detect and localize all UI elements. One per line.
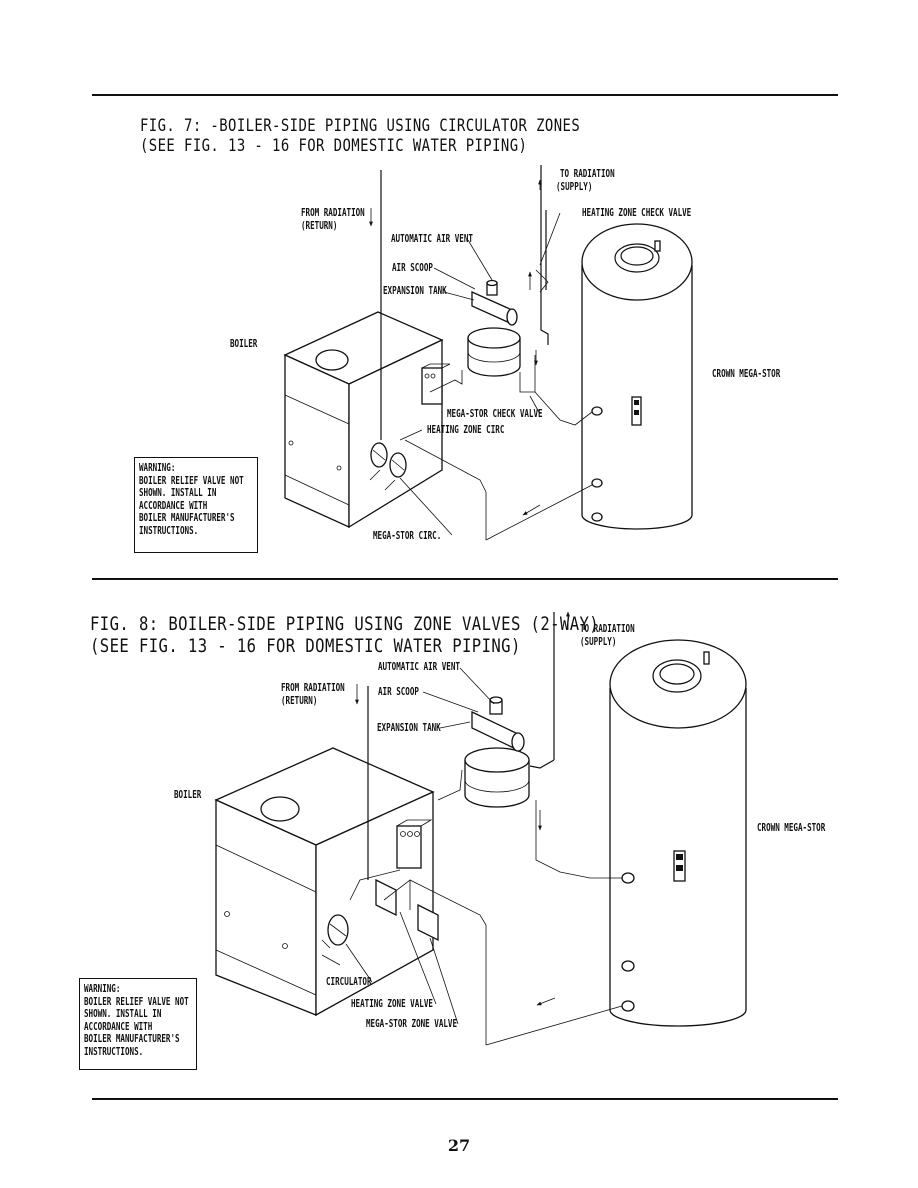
fig7-to-radiation-label: TO RADIATION — [560, 168, 615, 180]
fig8-automatic-air-vent-label: AUTOMATIC AIR VENT — [378, 661, 460, 673]
fig8-to-radiation-label: TO RADIATION — [580, 623, 635, 635]
fig7-warning-line: ACCORDANCE WITH — [139, 499, 208, 512]
fig7-heating-zone-check-valve-label: HEATING ZONE CHECK VALVE — [582, 207, 692, 219]
fig7-expansion-tank — [467, 279, 521, 377]
fig7-mega-stor-check-valve-label: MEGA-STOR CHECK VALVE — [447, 408, 543, 420]
fig7-heating-zone-circ-label: HEATING ZONE CIRC — [427, 424, 505, 436]
fig8-expansion-tank — [464, 696, 530, 808]
fig7-boiler-label: BOILER — [230, 338, 258, 350]
fig7-mega-stor-tank — [581, 223, 693, 530]
fig8-drawing — [214, 611, 747, 1046]
fig7-supply-label: (SUPPLY) — [556, 181, 593, 193]
fig8-expansion-tank-label: EXPANSION TANK — [377, 722, 441, 734]
fig8-mega-stor-tank — [609, 639, 747, 1027]
fig7-warning-line: SHOWN. INSTALL IN — [139, 487, 217, 499]
top-rule — [92, 94, 838, 96]
fig8-piping — [349, 612, 623, 1046]
fig7-from-radiation-label: FROM RADIATION — [301, 207, 365, 219]
fig8-from-radiation-label: FROM RADIATION — [281, 682, 345, 694]
fig7-warning-line: BOILER RELIEF VALVE NOT — [139, 474, 244, 487]
fig8-warning-line: BOILER RELIEF VALVE NOT — [84, 995, 189, 1008]
fig8-heating-zone-valve-label: HEATING ZONE VALVE — [351, 998, 433, 1010]
fig7-mega-stor-circ-label: MEGA-STOR CIRC. — [373, 530, 442, 542]
fig8-mega-stor-zone-valve-label: MEGA-STOR ZONE VALVE — [366, 1018, 458, 1030]
fig7-crown-mega-stor-label: CROWN MEGA-STOR — [712, 368, 781, 380]
middle-rule — [92, 578, 838, 580]
fig7-warning-line: INSTRUCTIONS. — [139, 524, 199, 537]
fig8-air-scoop-label: AIR SCOOP — [378, 686, 419, 698]
fig7-title-line1: FIG. 7: -BOILER-SIDE PIPING USING CIRCUL… — [140, 116, 581, 136]
fig7-automatic-air-vent-label: AUTOMATIC AIR VENT — [391, 233, 473, 245]
fig7-warning-box: WARNING: BOILER RELIEF VALVE NOT SHOWN. … — [134, 457, 258, 553]
fig8-warning-line: ACCORDANCE WITH — [84, 1020, 153, 1033]
fig8-return-label: (RETURN) — [281, 695, 318, 707]
fig7-drawing — [283, 165, 693, 541]
fig8-title-line1: FIG. 8: BOILER-SIDE PIPING USING ZONE VA… — [90, 613, 600, 635]
fig8-warning-line: BOILER MANUFACTURER'S — [84, 1033, 180, 1045]
fig8-supply-label: (SUPPLY) — [580, 636, 617, 648]
bottom-rule — [92, 1098, 838, 1100]
fig7-warning-line: BOILER MANUFACTURER'S — [139, 512, 235, 524]
fig8-circulator-label: CIRCULATOR — [326, 976, 372, 988]
fig7-title-line2: (SEE FIG. 13 - 16 FOR DOMESTIC WATER PIP… — [140, 136, 528, 156]
fig7-air-scoop-label: AIR SCOOP — [392, 262, 433, 274]
fig8-warning-line: SHOWN. INSTALL IN — [84, 1008, 162, 1020]
fig7-expansion-tank-label: EXPANSION TANK — [383, 285, 447, 297]
fig8-boiler-label: BOILER — [174, 789, 202, 801]
fig8-warning-line: WARNING: — [84, 983, 121, 995]
fig8-crown-mega-stor-label: CROWN MEGA-STOR — [757, 822, 826, 834]
page-number: 27 — [447, 1136, 471, 1155]
fig8-boiler — [214, 747, 439, 1017]
fig7-boiler — [283, 311, 451, 529]
fig7-warning-line: WARNING: — [139, 462, 176, 474]
fig8-title-line2: (SEE FIG. 13 - 16 FOR DOMESTIC WATER PIP… — [90, 635, 521, 657]
fig8-warning-box: WARNING: BOILER RELIEF VALVE NOT SHOWN. … — [79, 978, 197, 1070]
fig7-piping — [369, 165, 593, 541]
fig7-return-label: (RETURN) — [301, 220, 338, 232]
fig8-warning-line: INSTRUCTIONS. — [84, 1045, 144, 1058]
